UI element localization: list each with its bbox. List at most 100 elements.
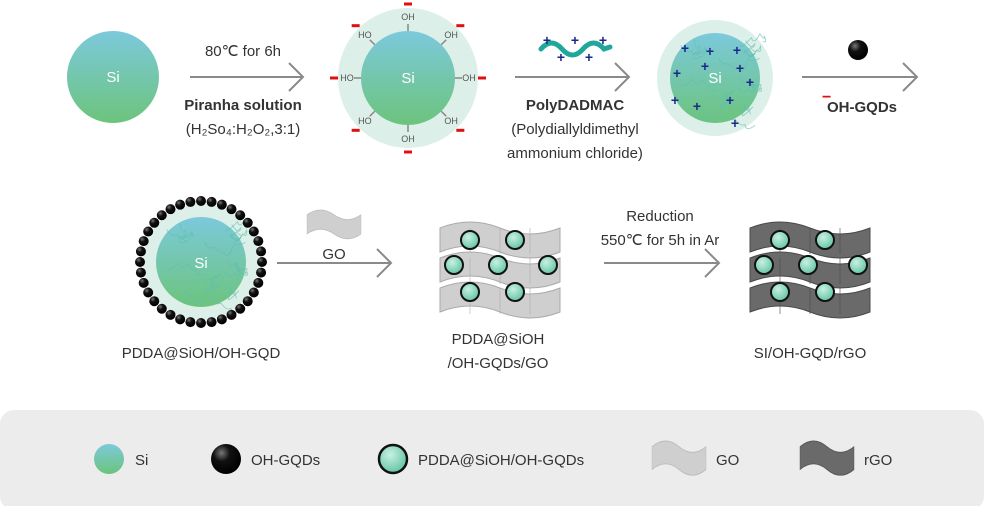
plus-charge-icon: +	[731, 115, 739, 131]
plus-charge-icon: +	[673, 65, 681, 81]
pdda-sioh-ohgqd-particle-icon	[460, 230, 480, 250]
hydroxyl-label: OH	[401, 12, 415, 22]
oh-gqd-dot	[175, 199, 186, 210]
si-label: Si	[401, 70, 414, 87]
go-sheet-icon	[306, 209, 362, 240]
oh-gqd-dot	[216, 199, 227, 210]
step1-ratio: (H₂So₄:H₂O₂,3:1)	[186, 121, 300, 138]
arrow-step2: +++ ++ PolyDADMAC (Polydiallyldimethyl a…	[507, 32, 643, 162]
plus-charge-icon: +	[746, 74, 754, 90]
pdda-sioh-ohgqd-particle-icon	[505, 230, 525, 250]
oh-gqd-dot	[156, 303, 167, 314]
legend-go-label: GO	[716, 452, 739, 469]
oh-gqd-dot	[135, 267, 146, 278]
product1-label: PDDA@SiOH/OH-GQD	[122, 345, 281, 362]
hydroxyl-label: OH	[444, 116, 458, 126]
plus-charge-icon: +	[671, 92, 679, 108]
pdda-sioh-ohgqd-particle-icon	[848, 255, 868, 275]
svg-text:+: +	[571, 32, 579, 48]
plus-charge-icon: +	[733, 42, 741, 58]
oh-gqd-dot	[185, 196, 196, 207]
oh-gqd-dot	[257, 257, 267, 267]
plus-charge-icon: +	[706, 43, 714, 59]
oh-gqd-dot	[235, 210, 246, 221]
oh-gqd-dot	[253, 277, 264, 288]
oh-gqd-dot	[135, 246, 146, 257]
oh-gqd-dot	[196, 196, 206, 206]
step5-process: Reduction	[626, 208, 694, 225]
pdda-sioh-ohgqd-particle-icon	[538, 255, 558, 275]
si-particle: Si	[67, 31, 159, 123]
pdda-sioh-ohgqd-particle-icon	[505, 282, 525, 302]
step2-fullname-1: (Polydiallyldimethyl	[511, 121, 639, 138]
negative-charge-icon	[456, 128, 465, 132]
pdda-sioh-ohgqd-particle-icon	[488, 255, 508, 275]
step2-reagent: PolyDADMAC	[526, 97, 625, 114]
hydroxyl-label: OH	[462, 73, 476, 83]
go-composite	[439, 221, 561, 319]
pdda-sioh-ohgqd-particle-icon	[815, 230, 835, 250]
step3-reagent: OH-GQDs	[827, 99, 897, 116]
oh-gqd-dot	[206, 196, 217, 207]
oh-gqd-dot	[226, 204, 237, 215]
svg-text:+: +	[599, 32, 607, 48]
oh-gqd-dot	[138, 236, 149, 247]
step2-fullname-2: ammonium chloride)	[507, 145, 643, 162]
pdda-sioh-ohgqd-particle-icon	[815, 282, 835, 302]
pdda-sioh-ohgqd-particle-icon	[770, 230, 790, 250]
pdda-sioh-ohgqd-particle-icon	[460, 282, 480, 302]
rgo-composite	[749, 221, 871, 319]
oh-gqd-dot	[248, 226, 259, 237]
plus-charges-icon: +++ ++	[543, 32, 607, 65]
oh-gqd-dot	[149, 296, 160, 307]
oh-gqd-icon	[848, 40, 868, 60]
legend-si-label: Si	[135, 452, 148, 469]
oh-gqd-dot	[165, 309, 176, 320]
oh-gqd-dot	[256, 246, 267, 257]
svg-text:+: +	[585, 49, 593, 65]
arrow-step1: 80℃ for 6h Piranha solution (H₂So₄:H₂O₂,…	[184, 43, 304, 138]
hydroxyl-label: HO	[358, 30, 372, 40]
step5-condition: 550℃ for 5h in Ar	[601, 232, 720, 249]
svg-text:+: +	[543, 32, 551, 48]
legend-oh-gqd-label: OH-GQDs	[251, 452, 320, 469]
negative-charge-icon	[478, 76, 486, 80]
plus-charge-icon: +	[701, 58, 709, 74]
legend-rgo-label: rGO	[864, 452, 892, 469]
plus-charge-icon: +	[726, 92, 734, 108]
legend-pdda-particle-icon	[377, 443, 409, 475]
si-label: Si	[194, 255, 207, 272]
negative-charge-icon	[351, 128, 360, 132]
negative-charge: −	[822, 89, 831, 106]
legend: Si OH-GQDs PDDA@SiOH/OH-GQDs GO rGO	[0, 410, 984, 506]
product2-label-1: PDDA@SiOH	[452, 331, 545, 348]
plus-charge-icon: +	[681, 40, 689, 56]
oh-gqd-dot	[216, 314, 227, 325]
plus-charge-icon: +	[736, 60, 744, 76]
oh-gqd-dot	[242, 296, 253, 307]
arrow-step4: GO	[277, 209, 392, 278]
plus-charge-icon: +	[693, 98, 701, 114]
pdda-sioh-ohgqd-particle-icon	[444, 255, 464, 275]
pdda-sioh-ohgqd-particle-icon	[754, 255, 774, 275]
pdda-sioh-particle: Si +++++++++++	[657, 20, 773, 136]
oh-gqd-dot	[143, 226, 154, 237]
hydroxyl-label: HO	[340, 73, 354, 83]
pdda-sioh-ohgqd-particle: Si	[135, 196, 267, 328]
hydroxyl-label: OH	[444, 30, 458, 40]
legend-pdda-label: PDDA@SiOH/OH-GQDs	[418, 452, 584, 469]
negative-charge-icon	[404, 2, 412, 6]
oh-gqd-dot	[242, 217, 253, 228]
oh-gqd-dot	[196, 318, 206, 328]
negative-charge-icon	[456, 24, 465, 28]
legend-oh-gqd-icon	[211, 444, 241, 474]
oh-gqd-dot	[235, 303, 246, 314]
oh-gqd-dot	[253, 236, 264, 247]
si-label: Si	[708, 70, 721, 87]
oh-gqd-dot	[248, 287, 259, 298]
negative-charge-icon	[404, 150, 412, 154]
oh-gqd-dot	[175, 314, 186, 325]
hydroxyl-label: OH	[401, 134, 415, 144]
